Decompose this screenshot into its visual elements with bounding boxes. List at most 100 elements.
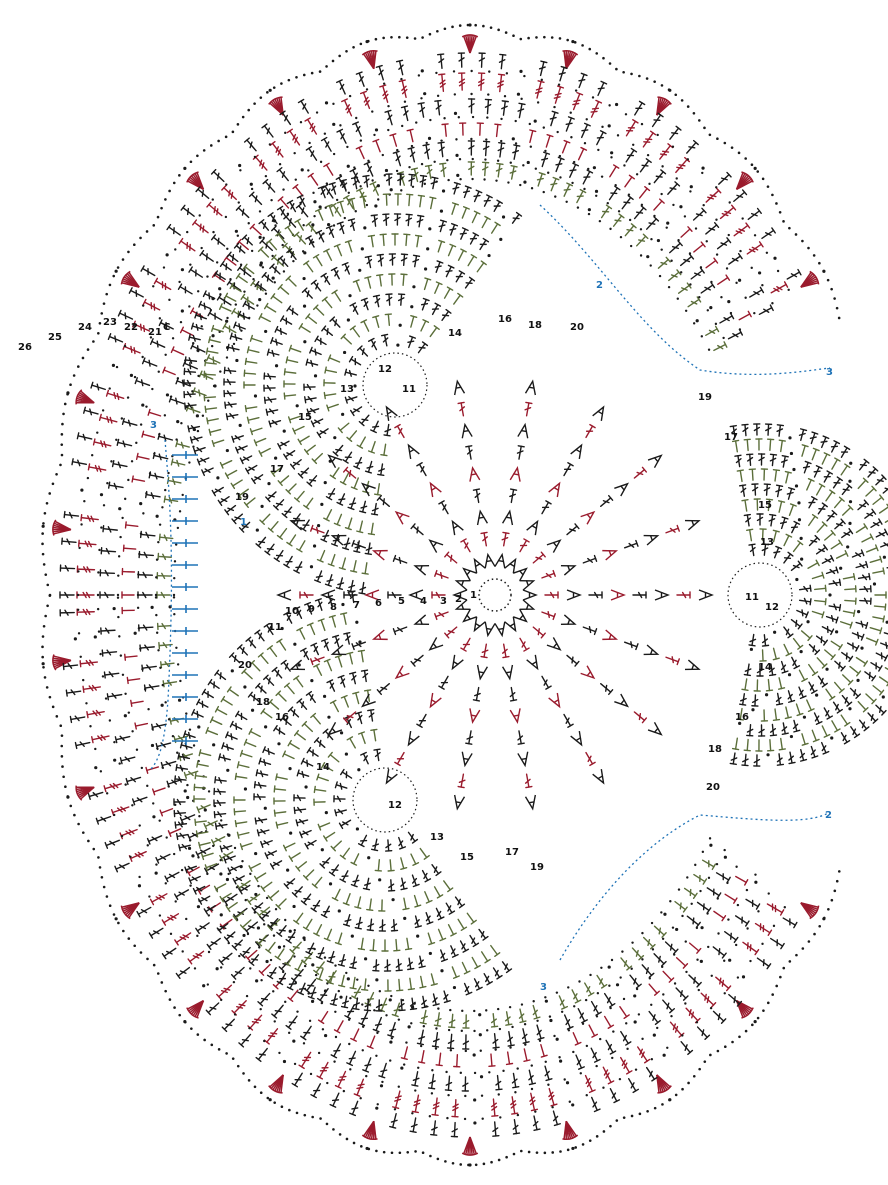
chain-dot xyxy=(176,420,180,424)
stitch-symbol xyxy=(383,959,392,972)
chain-dot xyxy=(270,198,273,202)
chain-dot xyxy=(600,966,603,969)
stitch-symbol xyxy=(341,262,351,275)
stitch-symbol xyxy=(451,966,460,979)
chain-dot xyxy=(516,1113,520,1117)
chain-dot xyxy=(542,190,545,194)
chain-dot xyxy=(353,384,357,388)
chain-dot xyxy=(500,117,503,121)
stitch-symbol xyxy=(158,319,174,330)
stitch-symbol xyxy=(776,424,785,437)
chain-dot xyxy=(207,914,211,917)
chain-dot xyxy=(423,182,427,186)
stitch-symbol xyxy=(712,1010,727,1024)
stitch-symbol xyxy=(492,1032,500,1049)
chain-dot xyxy=(217,139,220,143)
stitch-symbol xyxy=(424,164,433,180)
stitch-symbol xyxy=(338,974,346,988)
stitch-symbol xyxy=(792,719,801,733)
stitch-symbol xyxy=(334,654,343,668)
stitch-symbol xyxy=(849,687,862,700)
stitch-symbol xyxy=(875,652,888,662)
chain-dot xyxy=(553,105,556,109)
stitch-symbol xyxy=(392,1090,402,1110)
chain-dot xyxy=(378,990,382,993)
stitch-symbol xyxy=(364,542,373,556)
stitch-symbol xyxy=(808,643,821,656)
stitch-symbol xyxy=(466,912,477,925)
stitch-symbol xyxy=(266,645,278,658)
stitch-symbol xyxy=(443,880,454,893)
chain-dot xyxy=(684,309,688,313)
chain-dot xyxy=(155,631,159,634)
stitch-symbol xyxy=(787,690,796,703)
chain-dot xyxy=(776,269,780,273)
stitch-symbol xyxy=(541,675,552,690)
chain-dot xyxy=(764,693,769,697)
stitch-symbol xyxy=(469,934,480,948)
chain-dot xyxy=(348,94,352,98)
chain-dot xyxy=(342,1089,346,1093)
cluster-symbol xyxy=(494,552,506,569)
stitch-symbol xyxy=(353,456,363,470)
chain-dot xyxy=(66,391,70,395)
stitch-symbol xyxy=(378,899,386,912)
chain-dot xyxy=(449,1049,453,1052)
chain-dot xyxy=(570,136,573,139)
chain-dot xyxy=(615,1119,619,1122)
chain-dot xyxy=(192,445,195,448)
chain-dot xyxy=(606,202,609,205)
stitch-symbol xyxy=(439,162,447,178)
stitch-symbol xyxy=(131,475,146,483)
stitch-symbol xyxy=(665,524,680,534)
stitch-symbol xyxy=(642,130,657,148)
chain-dot xyxy=(707,876,711,880)
chain-dot xyxy=(565,1081,570,1085)
stitch-symbol xyxy=(376,273,384,287)
stitch-symbol xyxy=(299,829,312,839)
stitch-symbol xyxy=(173,798,186,806)
chain-dot xyxy=(132,243,136,247)
chain-dot xyxy=(750,266,753,270)
chain-dot xyxy=(197,374,200,378)
stitch-symbol xyxy=(550,176,560,192)
stitch-symbol xyxy=(828,603,842,612)
stitch-symbol xyxy=(310,418,324,428)
center-row-label-4: 4 xyxy=(420,596,427,607)
stitch-symbol xyxy=(321,325,334,336)
chain-dot xyxy=(549,1018,553,1023)
stitch-symbol xyxy=(459,227,469,240)
chain-dot xyxy=(543,1151,547,1155)
chain-dot xyxy=(312,544,317,548)
chain-dot xyxy=(550,36,554,39)
stitch-symbol xyxy=(296,194,306,208)
chain-dot xyxy=(779,975,782,979)
chain-dot xyxy=(788,226,791,230)
chain-dot xyxy=(226,316,229,320)
stitch-symbol xyxy=(155,853,171,864)
stitch-symbol xyxy=(727,328,744,340)
cluster-symbol xyxy=(546,637,562,651)
stitch-symbol xyxy=(451,1098,459,1118)
chain-dot xyxy=(220,966,223,969)
chain-dot xyxy=(527,1150,531,1154)
stitch-symbol xyxy=(348,355,362,366)
stitch-symbol xyxy=(263,674,275,686)
chain-dot xyxy=(86,348,90,351)
chain-dot xyxy=(179,679,182,683)
stitch-symbol xyxy=(299,591,314,599)
chain-dot xyxy=(320,502,324,506)
stitch-symbol xyxy=(653,925,667,938)
stitch-symbol xyxy=(724,893,738,904)
stitch-symbol xyxy=(532,551,546,564)
stitch-symbol xyxy=(857,477,869,490)
stitch-symbol xyxy=(769,453,778,467)
stitch-symbol xyxy=(495,1074,503,1091)
chain-dot xyxy=(554,195,557,198)
stitch-symbol xyxy=(178,843,191,852)
stitch-symbol xyxy=(341,98,353,117)
chain-dot xyxy=(348,1042,351,1046)
chain-dot xyxy=(311,1115,314,1119)
cluster-symbol xyxy=(684,659,701,671)
chain-dot xyxy=(390,1151,394,1155)
